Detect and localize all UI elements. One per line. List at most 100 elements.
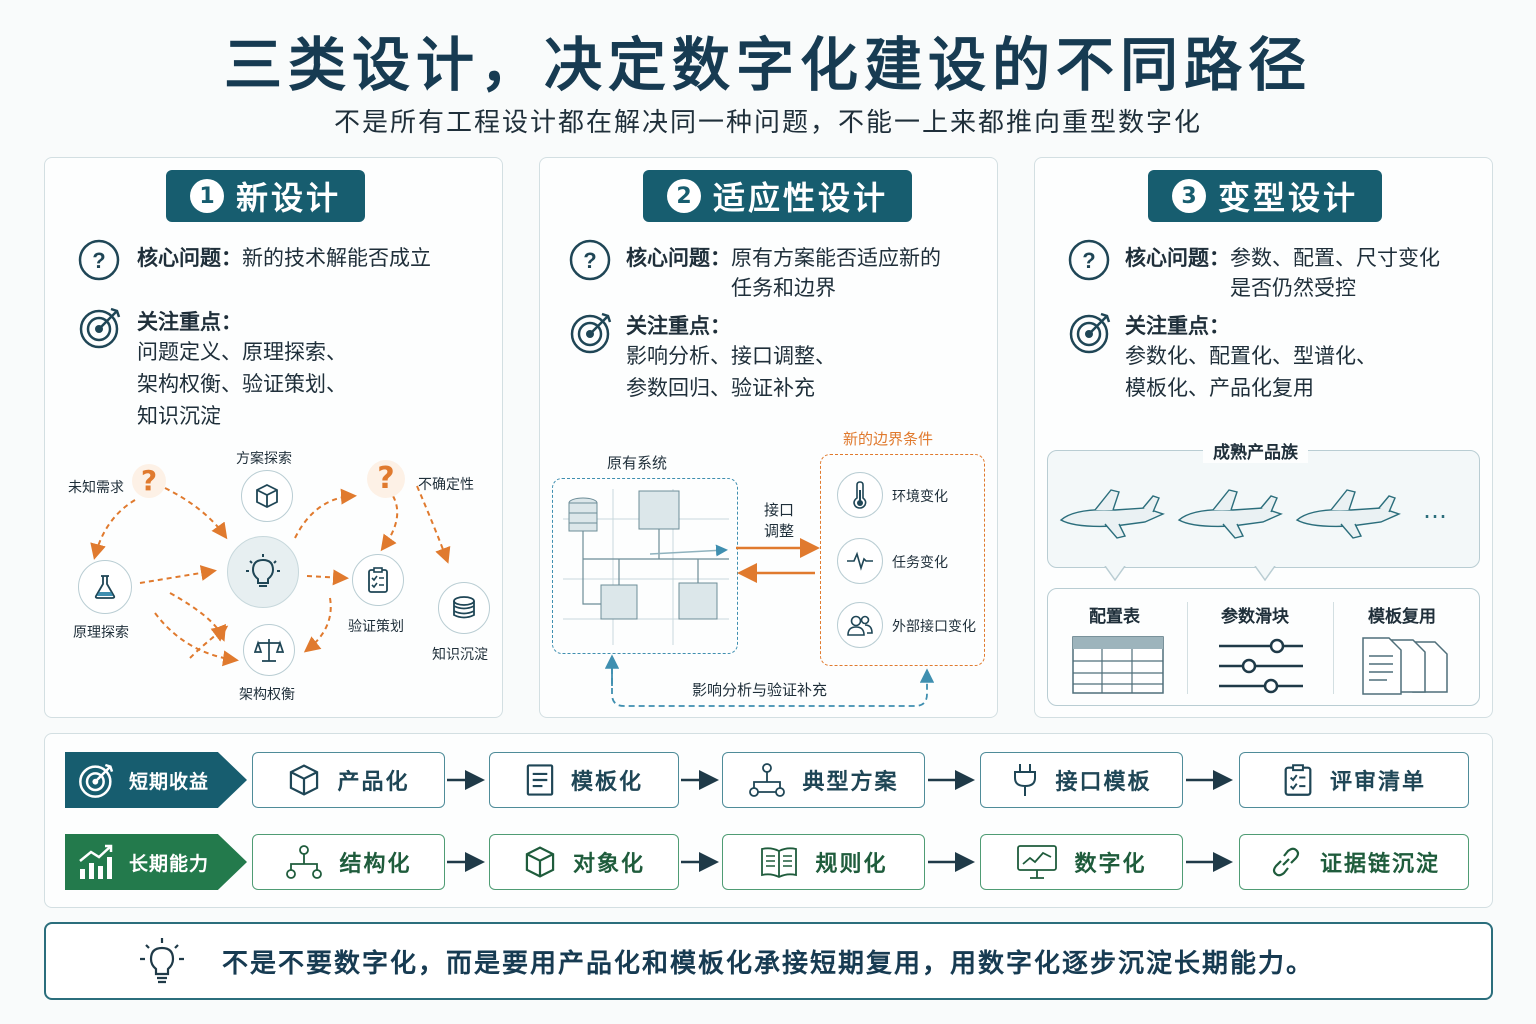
users-icon	[837, 602, 883, 648]
core-question-line: 参数、配置、尺寸变化	[1230, 246, 1440, 270]
focus-line: 参数化、配置化、型谱化、	[1125, 344, 1377, 368]
system-block-diagram	[563, 489, 729, 645]
item-structuring: 结构化	[252, 834, 445, 890]
interface-adjust-line: 调整	[764, 522, 795, 540]
item-label: 证据链沉淀	[1319, 852, 1440, 877]
core-question-label: 核心问题：	[1125, 246, 1230, 270]
plug-icon	[1014, 764, 1037, 796]
core-question-text: 新的技术解能否成立	[242, 246, 431, 270]
original-system-label: 原有系统	[607, 454, 668, 472]
sliders-icon	[1219, 638, 1303, 694]
flask-icon	[78, 560, 132, 614]
lightbulb-icon	[227, 536, 299, 608]
new-boundary-label: 新的边界条件	[843, 430, 934, 448]
question-icon: ?	[78, 239, 120, 281]
conclusion-banner: 不是不要数字化，而是要用产品化和模板化承接短期复用，用数字化逐步沉淀长期能力。	[44, 922, 1493, 1000]
focus-label: 关注重点：	[137, 310, 242, 334]
item-label: 评审清单	[1329, 770, 1426, 795]
item-label: 接口模板	[1055, 770, 1152, 795]
monitor-chart-icon	[1017, 845, 1058, 879]
card-number: 1	[190, 179, 224, 213]
card-title-pill: 1 新设计	[166, 170, 366, 222]
template-reuse-label: 模板复用	[1368, 607, 1436, 627]
short-term-benefit-tag: 短期收益	[65, 752, 247, 808]
core-question: 核心问题： 原有方案能否适应新的 任务和边界	[626, 243, 996, 303]
thermometer-icon	[837, 472, 883, 518]
template-icon	[526, 764, 554, 796]
card-title-pill: 2 适应性设计	[643, 170, 913, 222]
svg-text:?: ?	[92, 248, 105, 273]
hierarchy-icon	[286, 845, 323, 879]
card-title-pill: 3 变型设计	[1148, 170, 1383, 222]
ellipsis: …	[1423, 496, 1447, 524]
pulse-icon	[837, 538, 883, 584]
card-title: 新设计	[236, 179, 342, 217]
item-label: 数字化	[1074, 852, 1147, 877]
target-icon	[79, 307, 121, 349]
focus-label: 关注重点：	[1125, 314, 1230, 338]
tag-label: 短期收益	[129, 770, 210, 793]
focus-list: 影响分析、接口调整、 参数回归、验证补充	[626, 340, 836, 404]
aircraft-icon	[1177, 489, 1283, 539]
item-label: 规则化	[815, 852, 888, 877]
env-change-label: 环境变化	[892, 489, 948, 505]
documents-icon	[1362, 637, 1448, 695]
core-question: 核心问题： 参数、配置、尺寸变化 是否仍然受控	[1125, 243, 1490, 303]
core-question-label: 核心问题：	[137, 246, 242, 270]
checklist-icon	[1284, 764, 1312, 796]
arch-tradeoff-label: 架构权衡	[239, 687, 295, 703]
item-objectification: 对象化	[489, 834, 679, 890]
item-interface-template: 接口模板	[980, 752, 1183, 808]
item-label: 产品化	[337, 770, 410, 795]
core-question: 核心问题：新的技术解能否成立	[137, 243, 497, 273]
core-question-label: 核心问题：	[626, 246, 731, 270]
ext-interface-change-label: 外部接口变化	[892, 619, 976, 635]
item-typical-solution: 典型方案	[722, 752, 925, 808]
item-review-checklist: 评审清单	[1239, 752, 1469, 808]
interface-adjust-label: 接口 调整	[764, 500, 794, 542]
focus-list: 参数化、配置化、型谱化、 模板化、产品化复用	[1125, 340, 1377, 404]
item-evidence-chain: 证据链沉淀	[1239, 834, 1469, 890]
card-number: 3	[1172, 179, 1206, 213]
new-boundary-box	[820, 454, 985, 666]
question-icon: ?	[569, 239, 611, 281]
verification-plan-label: 验证策划	[348, 619, 404, 635]
adaptation-arrows	[604, 538, 935, 707]
card-title: 变型设计	[1218, 179, 1359, 217]
focus-line: 知识沉淀	[137, 404, 221, 428]
original-system-box	[552, 478, 738, 654]
exploration-flow-arrows	[90, 485, 451, 667]
question-mark-icon: ?	[367, 460, 405, 498]
unknown-need-label: 未知需求	[68, 480, 124, 496]
focus-label: 关注重点：	[626, 314, 731, 338]
cube-icon	[290, 764, 319, 796]
core-question-line: 原有方案能否适应新的	[731, 246, 941, 270]
tool-divider	[1187, 602, 1188, 694]
question-mark-icon: ?	[132, 464, 166, 498]
conclusion-text: 不是不要数字化，而是要用产品化和模板化承接短期复用，用数字化逐步沉淀长期能力。	[222, 948, 1315, 979]
card-number: 2	[667, 179, 701, 213]
item-label: 对象化	[572, 852, 645, 877]
interface-adjust-line: 接口	[764, 501, 795, 519]
question-icon: ?	[1068, 239, 1110, 281]
focus-line: 问题定义、原理探索、	[137, 340, 347, 364]
focus-line: 模板化、产品化复用	[1125, 376, 1314, 400]
item-digitalization: 数字化	[980, 834, 1183, 890]
target-icon	[570, 312, 612, 354]
core-question-line: 是否仍然受控	[1230, 276, 1356, 300]
principle-explore-label: 原理探索	[73, 625, 129, 641]
family-connectors	[1104, 566, 1276, 582]
impact-loop-label: 影响分析与验证补充	[692, 681, 828, 699]
svg-text:?: ?	[1082, 248, 1095, 273]
flow-arrows	[447, 770, 1233, 872]
core-question-line: 任务和边界	[731, 276, 836, 300]
svg-text:?: ?	[583, 248, 596, 273]
growth-chart-icon	[79, 844, 113, 879]
clipboard-icon	[352, 554, 404, 606]
page-subtitle: 不是所有工程设计都在解决同一种问题，不能一上来都推向重型数字化	[333, 108, 1202, 138]
table-icon	[1072, 636, 1164, 694]
target-icon	[1069, 312, 1111, 354]
cube-icon	[525, 846, 555, 878]
focus-list: 问题定义、原理探索、 架构权衡、验证策划、 知识沉淀	[137, 336, 347, 432]
book-icon	[761, 847, 798, 879]
